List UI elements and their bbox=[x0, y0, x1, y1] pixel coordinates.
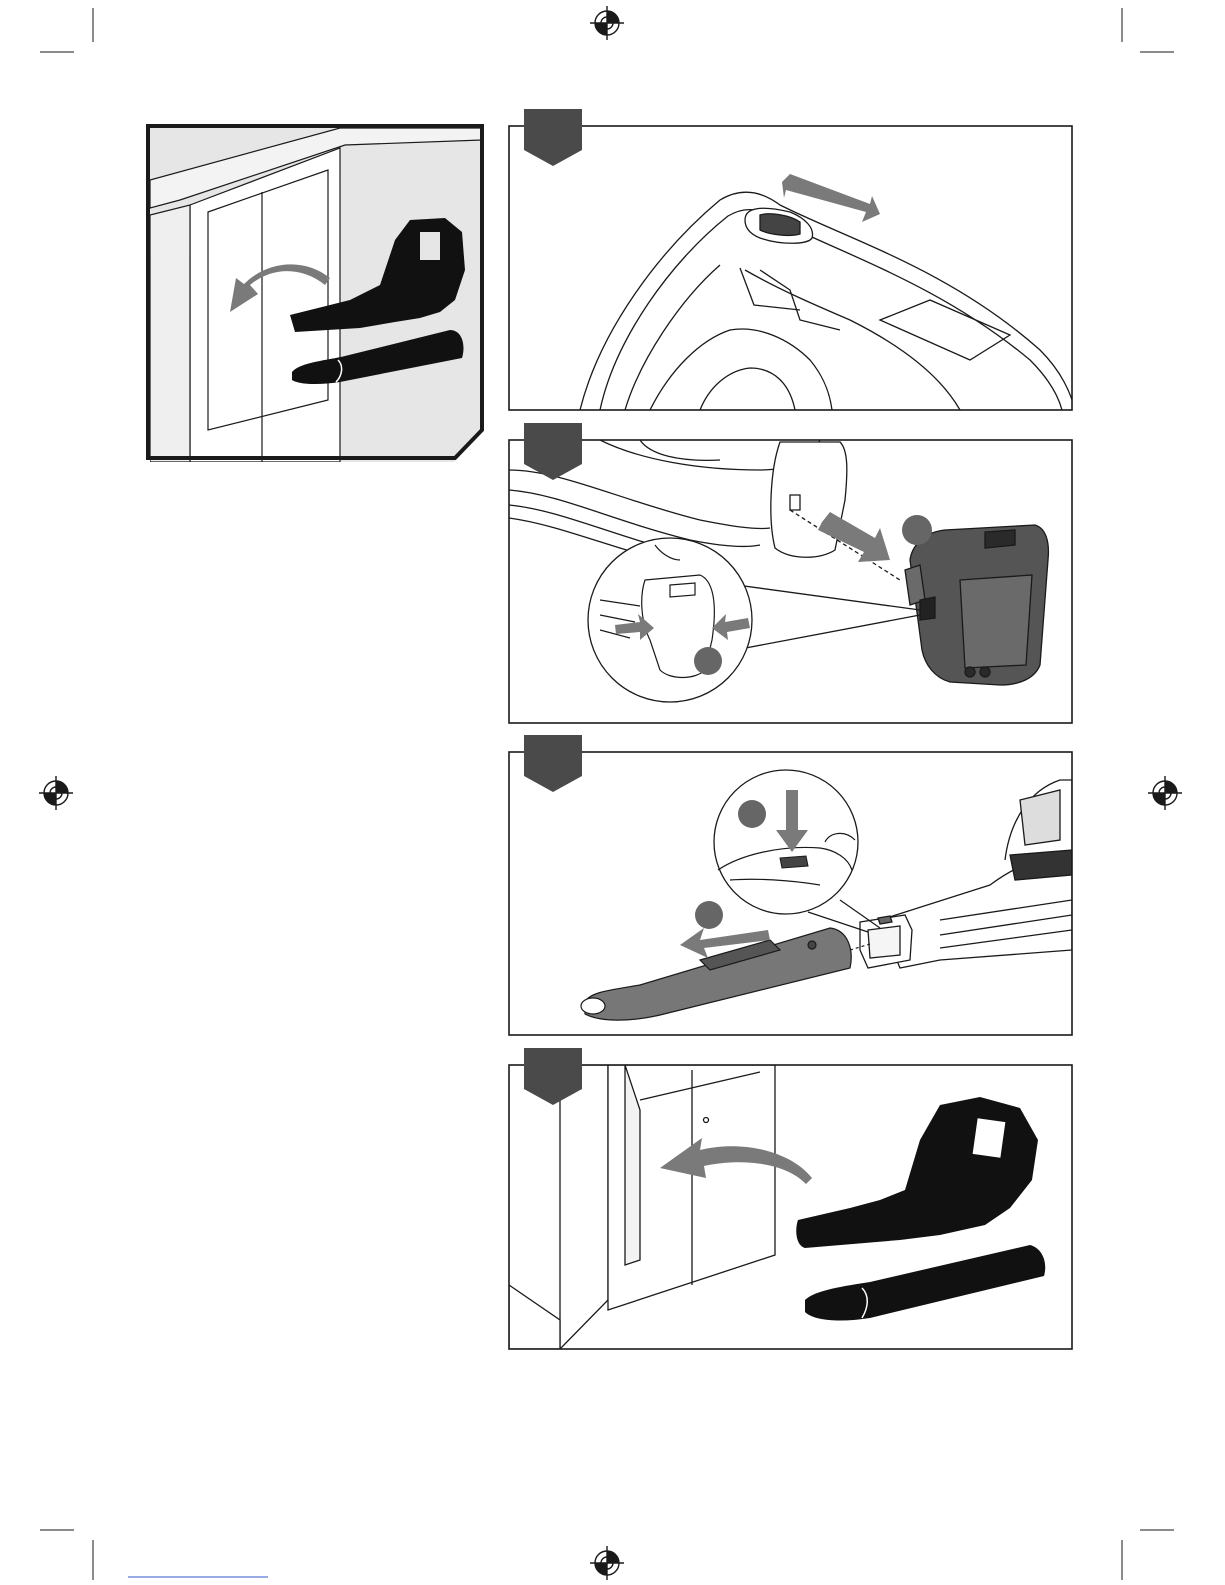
nozzle-icon bbox=[805, 1245, 1045, 1320]
cabinet-icon bbox=[509, 1065, 775, 1349]
blower-icon bbox=[796, 1097, 1038, 1248]
